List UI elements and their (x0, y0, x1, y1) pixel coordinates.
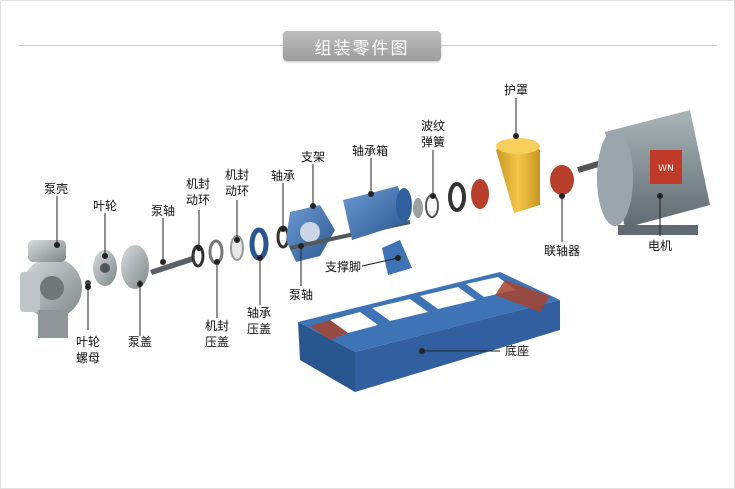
bearing-2 (448, 182, 466, 212)
title-rule-right (441, 45, 717, 46)
motor: WN (577, 110, 710, 235)
label-seal-rotating-ring-b: 机封动环 (225, 168, 250, 198)
pump-cover (121, 245, 149, 289)
label-bearing-cover: 轴承压盖 (247, 306, 272, 336)
label-bearing: 轴承 (271, 169, 296, 183)
base-frame (298, 272, 560, 392)
washer (413, 198, 423, 218)
label-support-foot: 支撑脚 (325, 260, 362, 274)
label-impeller: 叶轮 (93, 199, 118, 213)
label-pump-cover: 泵盖 (128, 335, 153, 349)
label-seal-rotating-ring-a: 机封动环 (186, 177, 211, 207)
label-bearing-box: 轴承箱 (352, 144, 389, 158)
label-bracket: 支架 (301, 150, 326, 164)
bearing-box (343, 186, 412, 240)
label-impeller-nut: 叶轮螺母 (76, 335, 101, 365)
label-pump-shaft-long: 泵轴 (289, 288, 314, 302)
coupling (550, 165, 574, 195)
bearing-cover (249, 227, 269, 261)
guard (496, 138, 540, 213)
label-motor: 电机 (648, 239, 673, 253)
title-rule-left (18, 45, 283, 46)
motor-badge: WN (658, 164, 674, 174)
label-wave-spring: 波纹弹簧 (421, 119, 446, 149)
coupling-half-pump (471, 179, 489, 209)
label-base: 底座 (505, 344, 530, 358)
pump-casing (20, 240, 82, 338)
diagram-title: 组装零件图 (283, 31, 441, 61)
label-coupling: 联轴器 (544, 244, 581, 258)
label-seal-gland: 机封压盖 (205, 319, 230, 349)
label-pump-shaft: 泵轴 (151, 204, 176, 218)
impeller (93, 250, 117, 286)
bracket (286, 205, 335, 262)
pump-shaft (150, 256, 195, 275)
label-pump-casing: 泵壳 (44, 182, 69, 196)
leader-lines (54, 98, 663, 354)
label-guard: 护罩 (504, 83, 529, 97)
